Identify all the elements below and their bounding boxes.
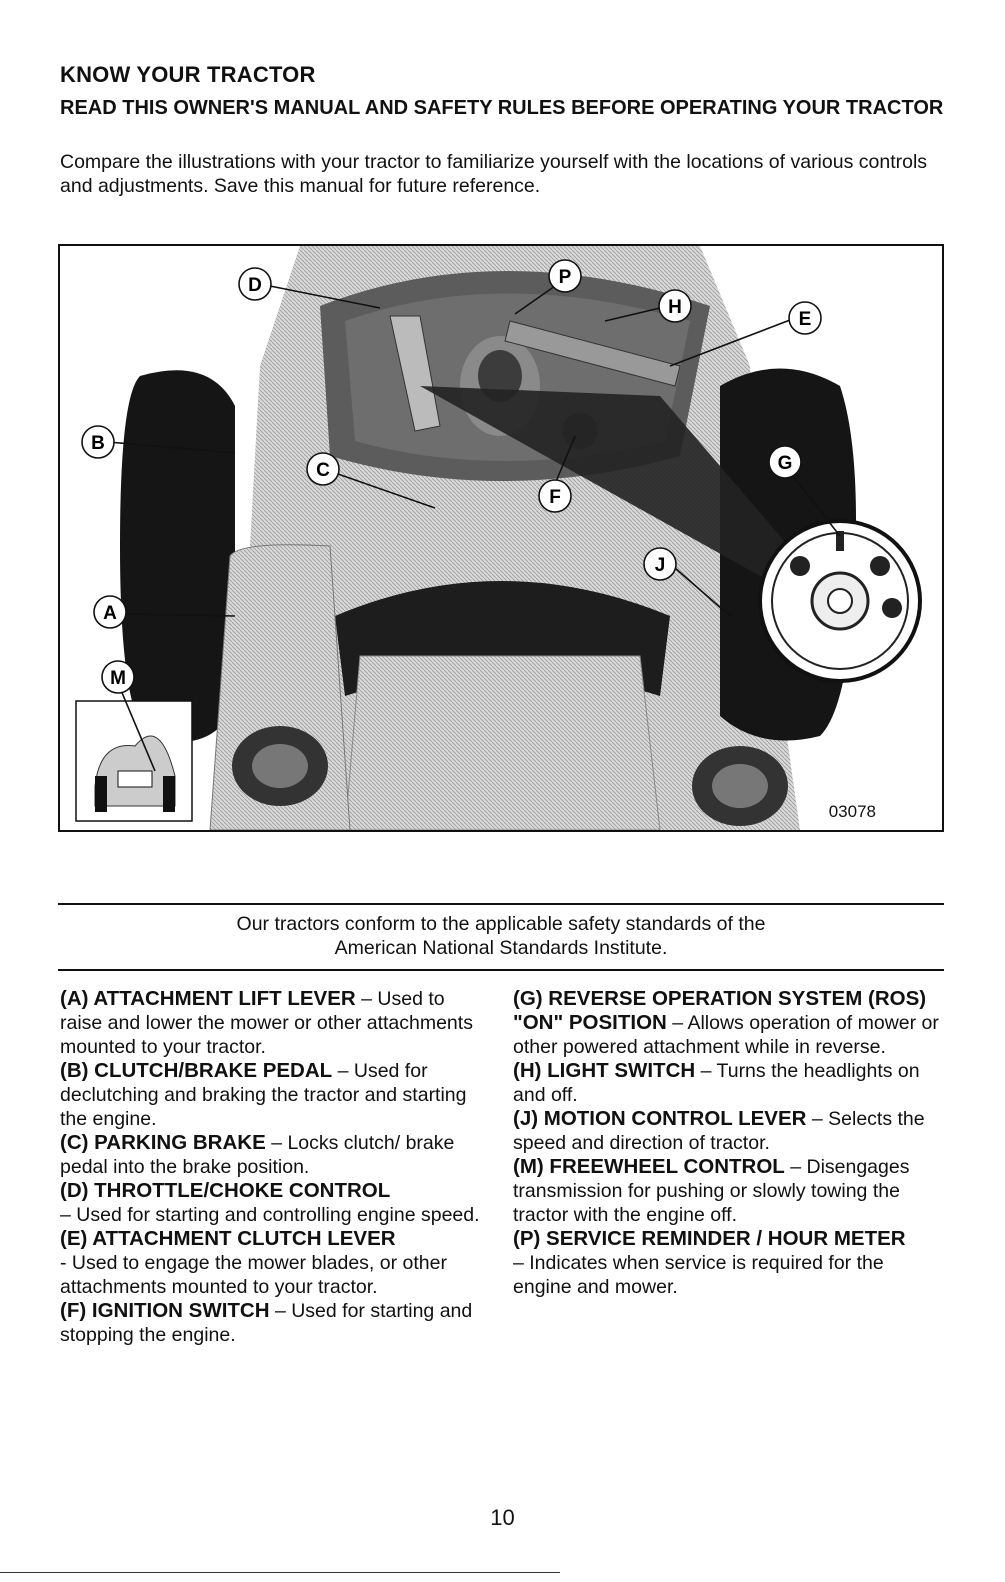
bottom-edge-line [0,1572,560,1573]
standards-note: Our tractors conform to the applicable s… [58,912,944,960]
part-h: (H) LIGHT SWITCH – Turns the headlights … [513,1059,920,1106]
page-subtitle: READ THIS OWNER'S MANUAL AND SAFETY RULE… [60,97,944,119]
part-d: (D) THROTTLE/CHOKE CONTROL– Used for sta… [60,1179,480,1226]
parts-list-right: (G) REVERSE OPERATION SYSTEM (ROS) "ON" … [513,987,945,1299]
intro-paragraph: Compare the illustrations with your trac… [60,151,928,197]
callout-b: B [91,433,105,454]
callout-p: P [559,267,572,288]
standards-line-2: American National Standards Institute. [334,937,668,959]
part-g: (G) REVERSE OPERATION SYSTEM (ROS) "ON" … [513,987,939,1058]
part-c: (C) PARKING BRAKE – Locks clutch/ brake … [60,1131,455,1178]
page-number: 10 [490,1505,515,1530]
parts-list-left: (A) ATTACHMENT LIFT LEVER – Used to rais… [60,987,490,1347]
tractor-drawing: D P H E B C F G J A M [60,246,942,830]
callout-f: F [549,487,561,508]
part-e: (E) ATTACHMENT CLUTCH LEVER- Used to eng… [60,1227,447,1298]
callout-m: M [110,668,126,689]
part-p: (P) SERVICE REMINDER / HOUR METER– Indic… [513,1227,906,1298]
part-m: (M) FREEWHEEL CONTROL – Disengages trans… [513,1155,910,1226]
divider-top [58,903,944,905]
callout-labels: D P H E B C F G J A M [81,259,822,694]
callout-e: E [799,309,812,330]
part-f: (F) IGNITION SWITCH – Used for starting … [60,1299,473,1346]
figure-number: 03078 [828,802,876,821]
divider-bottom [58,969,944,971]
callout-j: J [655,555,666,576]
part-b: (B) CLUTCH/BRAKE PEDAL – Used for declut… [60,1059,467,1130]
callout-d: D [248,275,262,296]
callout-h: H [668,297,682,318]
part-a: (A) ATTACHMENT LIFT LEVER – Used to rais… [60,987,473,1058]
standards-line-1: Our tractors conform to the applicable s… [236,913,766,935]
part-j: (J) MOTION CONTROL LEVER – Selects the s… [513,1107,925,1154]
callout-c: C [316,460,330,481]
tractor-illustration: D P H E B C F G J A M [58,244,944,832]
page-title: KNOW YOUR TRACTOR [60,62,316,87]
callout-a: A [103,603,117,624]
callout-g: G [778,453,793,474]
